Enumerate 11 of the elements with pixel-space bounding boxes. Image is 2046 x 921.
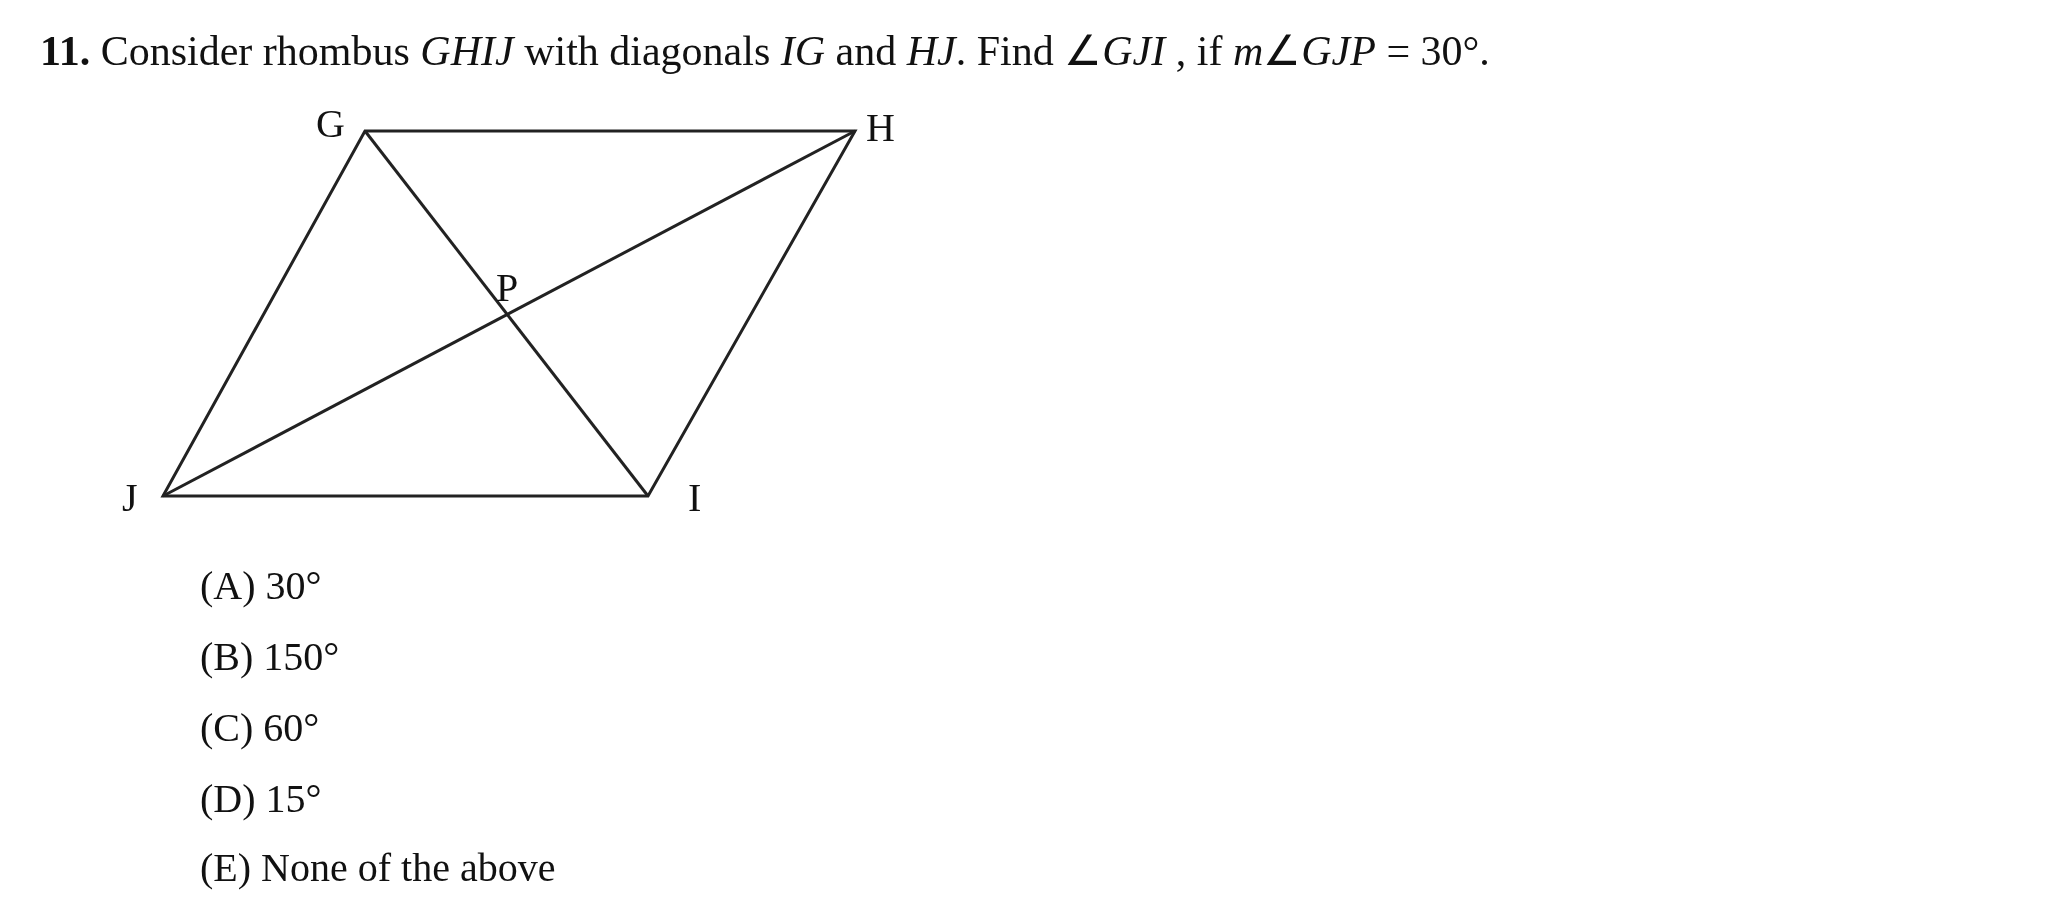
- question-text: 11. Consider rhombus GHIJ with diagonals IG and HJ. Find ∠GJI , if m∠GJP = 30°.: [40, 30, 1490, 72]
- vertex-label: J: [122, 478, 138, 518]
- answer-choice: (A) 30°: [200, 566, 322, 606]
- answer-choice: (B) 150°: [200, 637, 340, 677]
- vertex-label: H: [866, 108, 895, 148]
- vertex-label: G: [316, 104, 345, 144]
- vertex-label: P: [496, 268, 519, 308]
- answer-choice: (C) 60°: [200, 708, 320, 748]
- answer-choice: (D) 15°: [200, 779, 322, 819]
- vertex-label: I: [688, 478, 702, 518]
- answer-choice: (E) None of the above: [200, 848, 556, 888]
